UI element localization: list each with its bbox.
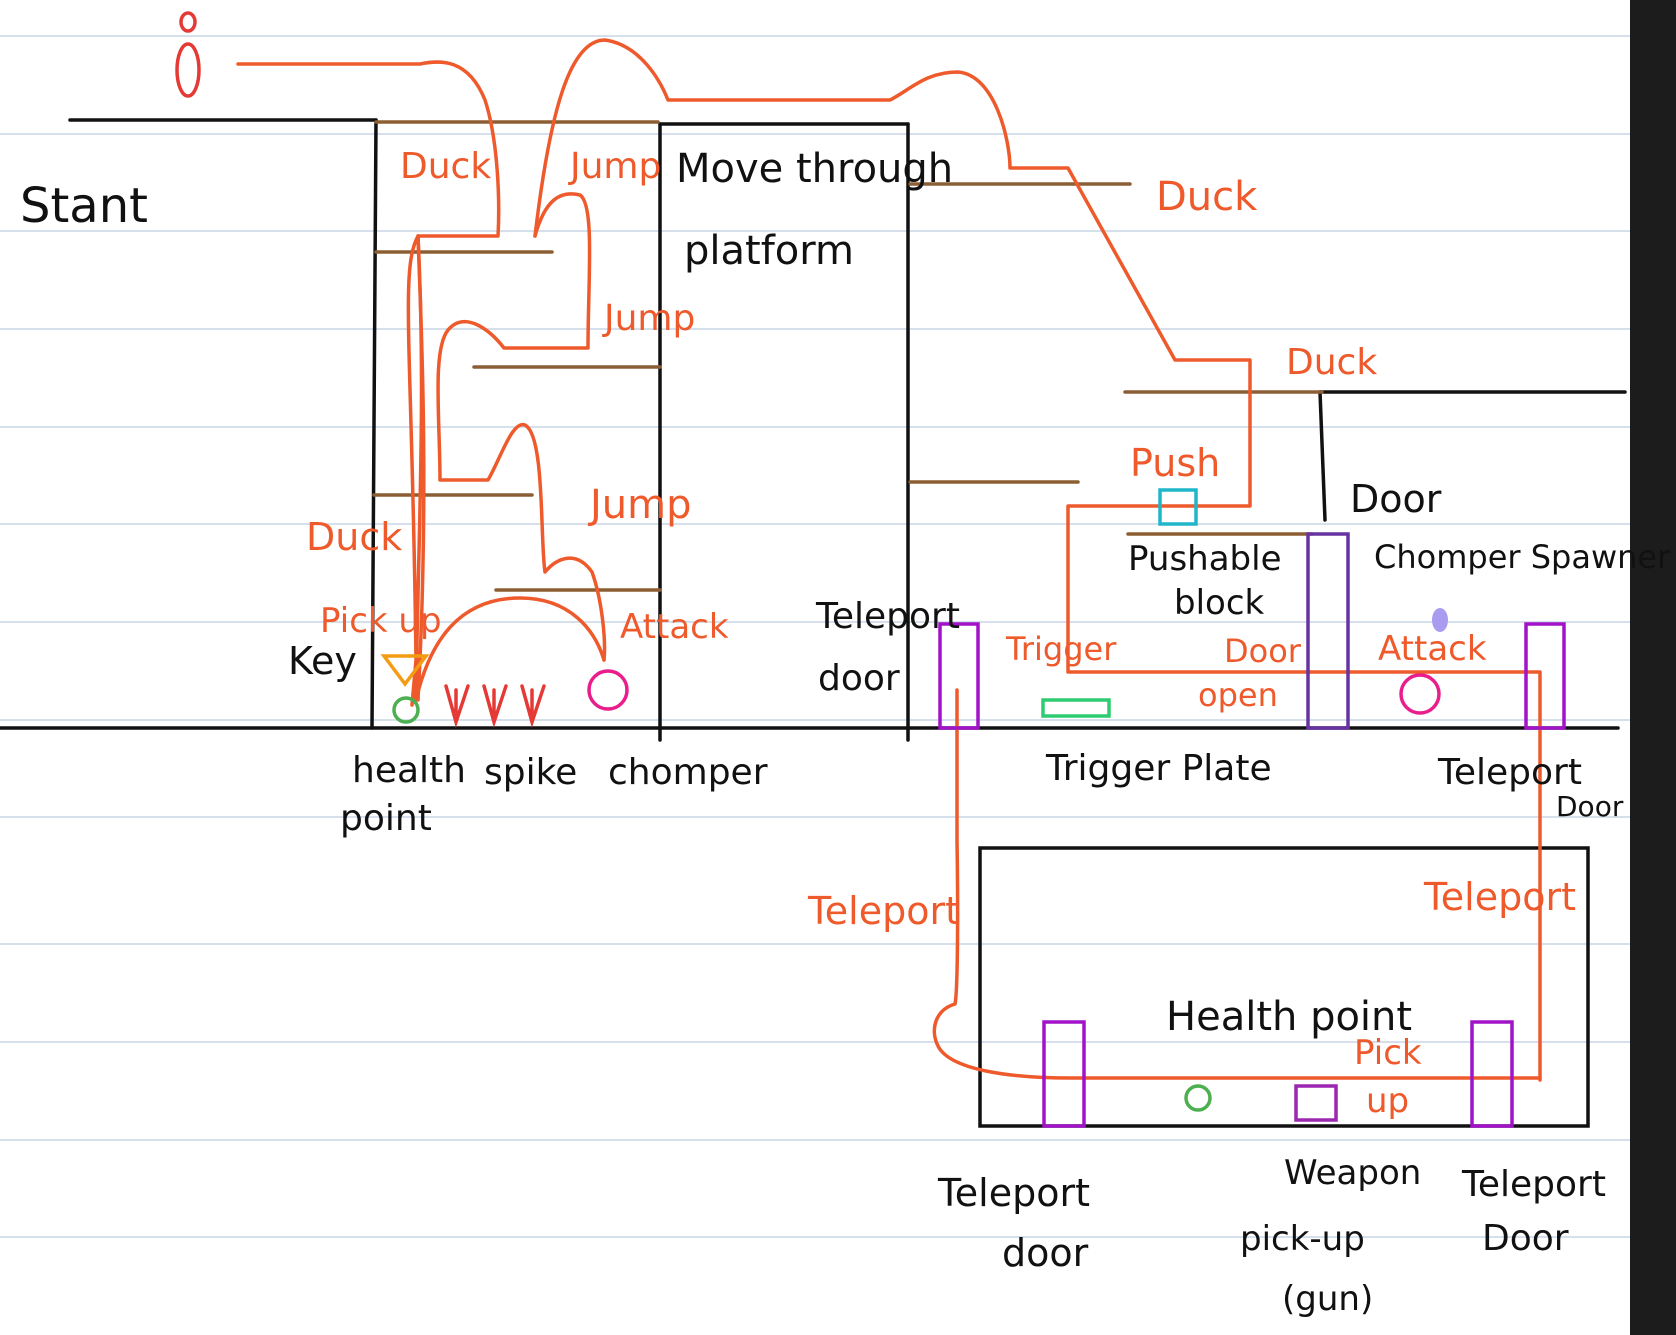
left-shaft-wall	[370, 118, 378, 730]
teleport-door-left-label-line2: door	[818, 658, 900, 699]
move-through-label-line1: Move through	[676, 146, 953, 192]
spike-label: spike	[484, 752, 577, 793]
chomper-spawner-marker	[1432, 608, 1448, 632]
action-duck-1: Duck	[400, 146, 491, 187]
action-door-open-line2: open	[1198, 676, 1278, 714]
action-teleport-left: Teleport	[807, 889, 960, 933]
teleport-door-bottom-left	[1042, 1020, 1086, 1128]
chomper-icon-right	[1399, 673, 1441, 715]
action-teleport-right: Teleport	[1423, 875, 1576, 919]
health-point-lower-label: Health point	[1166, 994, 1412, 1040]
spike-2	[482, 684, 508, 728]
weapon-pickup-label-line1: Weapon	[1284, 1153, 1421, 1193]
action-attack-1: Attack	[620, 607, 729, 647]
teleport-door-bottom-left-label-line2: door	[1002, 1231, 1089, 1275]
pushable-block-icon	[1158, 488, 1198, 526]
lower-room-box	[978, 846, 1590, 1128]
weapon-pickup-label-line3: (gun)	[1282, 1279, 1373, 1319]
weapon-pickup-icon	[1294, 1084, 1338, 1122]
move-through-label-line2: platform	[684, 228, 854, 274]
path-segment-shaft-loops	[416, 234, 426, 702]
action-labels: Duck Jump Jump Jump Duck Pick up Attack …	[306, 146, 1576, 1121]
teleport-door-right	[1524, 622, 1566, 730]
action-trigger: Trigger	[1005, 630, 1117, 668]
chomper-label: chomper	[608, 752, 768, 793]
platforms	[372, 120, 1324, 592]
action-attack-2: Attack	[1378, 629, 1487, 669]
ruled-lines	[0, 35, 1630, 1238]
spike-icon	[444, 684, 546, 728]
health-point-label-line1: health	[352, 750, 466, 791]
action-push: Push	[1130, 441, 1220, 485]
trigger-plate-icon	[1041, 698, 1111, 718]
chomper-spawner-label: Chomper Spawner	[1374, 538, 1671, 576]
action-duck-4: Duck	[1286, 342, 1377, 383]
health-point-label-line2: point	[340, 798, 432, 839]
action-pick-up-1: Pick up	[320, 601, 442, 641]
action-duck-2: Duck	[306, 515, 402, 559]
chomper-icon	[587, 669, 629, 711]
door-frame-wall	[1318, 390, 1327, 522]
action-jump-2: Jump	[602, 298, 695, 339]
action-pick-up-2-line1: Pick	[1354, 1033, 1422, 1073]
teleport-door-left-label-line1: Teleport	[815, 596, 960, 637]
player-path	[236, 38, 1542, 1082]
health-point-icon	[392, 696, 420, 724]
pushable-block-label-line2: block	[1174, 583, 1265, 623]
player-body	[175, 42, 201, 98]
pushable-block-label-line1: Pushable	[1128, 539, 1282, 579]
action-jump-3: Jump	[587, 482, 692, 528]
teleport-door-bottom-left-label-line1: Teleport	[937, 1171, 1090, 1215]
action-duck-3: Duck	[1156, 174, 1258, 220]
door-icon	[1306, 532, 1350, 730]
teleport-door-left	[938, 622, 980, 730]
action-pick-up-2-line2: up	[1366, 1081, 1409, 1121]
spike-1	[444, 684, 470, 728]
key-icon	[380, 654, 430, 687]
health-point-icon-lower	[1184, 1084, 1212, 1112]
start-label: Stant	[20, 178, 148, 234]
player-head	[179, 11, 197, 33]
action-jump-1: Jump	[568, 146, 661, 187]
path-segment-jumps	[436, 192, 607, 662]
spike-3	[520, 684, 546, 728]
teleport-door-bottom-right-label-line1: Teleport	[1461, 1164, 1606, 1205]
action-door-open-line1: Door	[1224, 632, 1302, 670]
key-label: Key	[288, 639, 357, 683]
player-start-marker	[175, 11, 201, 98]
path-segment-teleport-drop	[932, 688, 1542, 1080]
teleport-door-bottom-right-label-line2: Door	[1482, 1218, 1569, 1259]
teleport-doors	[938, 622, 1566, 1128]
weapon-pickup-label-line2: pick-up	[1240, 1219, 1365, 1259]
teleport-door-right-label-line2: Door	[1556, 790, 1624, 823]
right-edge-strip	[1630, 0, 1676, 1335]
path-segment-chomper-arc	[414, 596, 606, 702]
teleport-door-right-label-line1: Teleport	[1437, 752, 1582, 793]
trigger-plate-label: Trigger Plate	[1045, 748, 1272, 789]
object-labels: Stant Move through platform Key health p…	[20, 146, 1671, 1319]
teleport-door-bottom-right	[1470, 1020, 1514, 1128]
door-label: Door	[1350, 477, 1442, 521]
path-segment-top-jump	[533, 38, 1542, 1082]
